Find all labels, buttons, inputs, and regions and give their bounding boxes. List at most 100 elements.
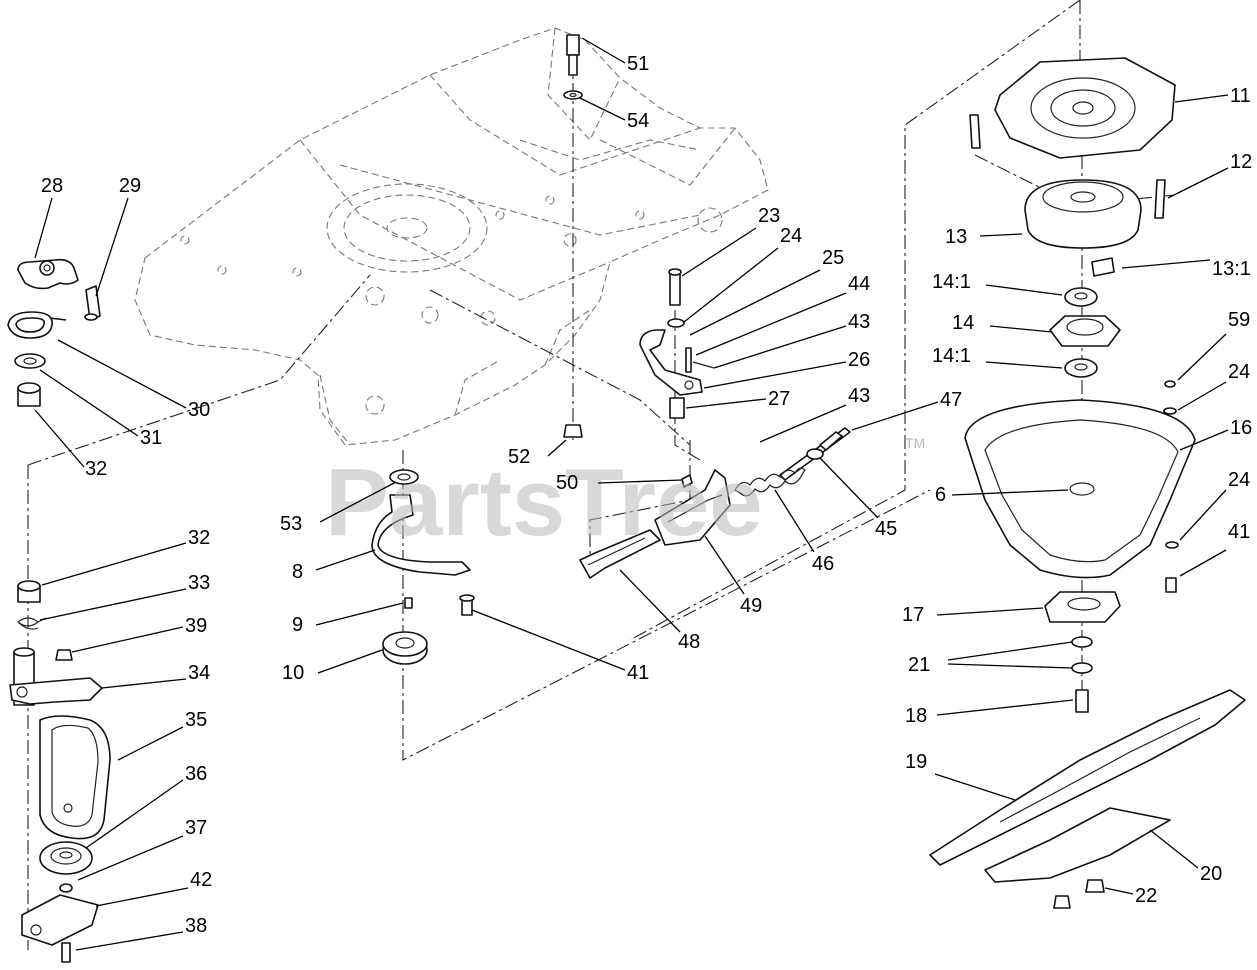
leader-c33: [39, 588, 187, 621]
leader-c17: [936, 607, 1044, 616]
callout-c43a: 43: [848, 311, 870, 333]
spacer-37: [59, 883, 73, 893]
leader-c44: [695, 292, 847, 356]
leader-c26: [703, 361, 847, 389]
callout-c36: 36: [185, 763, 207, 785]
spacer-27: [669, 397, 685, 419]
callout-c18: 18: [905, 705, 927, 727]
callout-c49: 49: [740, 595, 762, 617]
leader-c36: [85, 779, 184, 849]
mount-plate-42: [21, 894, 99, 946]
leader-c31: [39, 369, 139, 437]
lever-25: [639, 329, 703, 396]
callout-c8: 8: [292, 561, 303, 583]
callout-c52: 52: [508, 446, 530, 468]
leader-c28: [34, 197, 53, 259]
nut-39: [55, 649, 73, 661]
washer-24-upper: [1163, 407, 1177, 415]
callout-c11: 11: [1230, 85, 1251, 107]
idler-pulley-stack: [9, 580, 111, 963]
callout-c6: 6: [935, 484, 946, 506]
leader-c35: [117, 726, 184, 761]
idler-bracket-34: [9, 677, 103, 705]
leader-c30: [57, 339, 187, 409]
leader-c38: [75, 931, 184, 951]
washer-21-b: [1071, 662, 1093, 674]
cover-plate-11: [994, 57, 1176, 159]
leader-c25: [689, 269, 821, 336]
bolt-18: [1075, 689, 1089, 713]
leader-c14: [989, 325, 1053, 333]
washer-31: [14, 353, 46, 369]
leader-c29: [95, 197, 129, 297]
leader-c13: [979, 233, 1023, 237]
pin-50: [681, 474, 693, 488]
leader-c19: [934, 773, 1016, 801]
leader-c20: [1149, 829, 1199, 869]
washer-21-a: [1071, 636, 1093, 648]
callout-c27: 27: [768, 388, 790, 410]
nut-22-a: [1053, 895, 1071, 909]
leader-c46: [774, 489, 815, 553]
leader-c41b: [1179, 549, 1227, 577]
callout-c37: 37: [185, 817, 207, 839]
belt-guide-35: [39, 715, 111, 840]
deck-housing-outline: [134, 27, 769, 446]
callout-c39: 39: [185, 615, 207, 637]
blade-housing-16: [964, 399, 1196, 579]
leader-c18: [936, 699, 1074, 716]
callout-c22: 22: [1135, 885, 1157, 907]
leader-c14_1b: [985, 361, 1063, 369]
key-13-1: [1091, 257, 1115, 277]
leader-c12: [1167, 167, 1229, 199]
leader-c47: [851, 401, 939, 431]
callout-c59: 59: [1228, 309, 1250, 331]
callout-c53: 53: [280, 513, 302, 535]
callout-c51: 51: [627, 53, 649, 75]
callout-c33: 33: [188, 572, 210, 594]
key-9: [404, 597, 413, 609]
bolt-51: [566, 34, 580, 56]
leader-c59: [1177, 333, 1227, 381]
leader-c11: [1174, 94, 1229, 103]
leader-c13_1: [1121, 259, 1211, 269]
leader-c45: [819, 457, 879, 519]
callout-c25: 25: [822, 247, 844, 269]
leader-c21-b: [947, 663, 1073, 669]
callout-c9: 9: [292, 614, 303, 636]
leader-c52: [547, 439, 567, 457]
leader-c51: [581, 37, 626, 64]
bearing-14-1-lower: [1064, 358, 1098, 378]
brake-shoe-48: [579, 529, 661, 579]
leader-c48: [619, 569, 681, 633]
blade-drive-assembly: [929, 57, 1246, 909]
housing-14: [1049, 315, 1121, 347]
leader-c43a: [713, 325, 847, 369]
leader-c32a: [34, 409, 85, 468]
blade-20: [984, 807, 1171, 883]
leader-c50: [597, 479, 683, 484]
callout-c30: 30: [188, 399, 210, 421]
callout-c29: 29: [119, 175, 141, 197]
bolt-12-left: [969, 114, 981, 149]
callout-c13: 13: [945, 226, 967, 248]
leader-c9: [315, 602, 404, 626]
leader-c54: [579, 97, 626, 121]
leader-c24b: [1177, 381, 1227, 411]
callout-c41b: 41: [1228, 521, 1250, 543]
leader-c41a: [471, 609, 626, 671]
leader-c27: [685, 398, 767, 409]
bearing-14-1-upper: [1064, 287, 1098, 307]
leader-c37: [77, 835, 184, 881]
leader-c24a: [683, 247, 779, 323]
leader-c8: [315, 549, 376, 571]
bolt-12: [1154, 179, 1166, 219]
callout-c21: 21: [908, 654, 930, 676]
callout-c14_1b: 14:1: [932, 345, 971, 367]
brake-bracket-assembly: [371, 469, 475, 665]
spring-46: [734, 467, 806, 497]
leader-c49: [704, 535, 745, 595]
callout-c24b: 24: [1228, 361, 1250, 383]
